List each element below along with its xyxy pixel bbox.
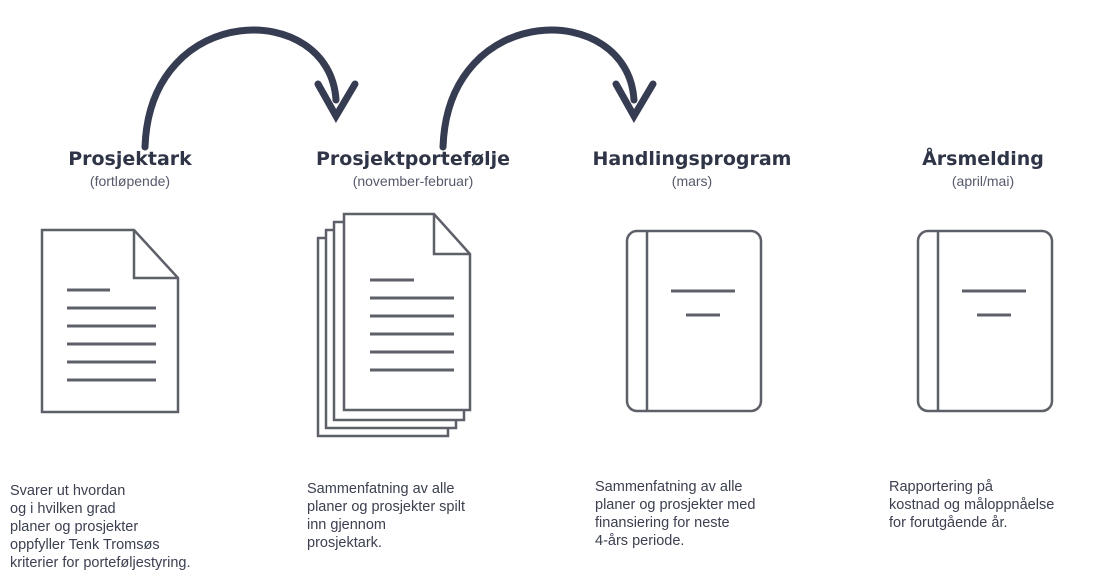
arrow-prosjektark-to-portefolje bbox=[141, 26, 340, 151]
step-portefolje-heading: Prosjektportefølje (november-februar) bbox=[283, 147, 543, 190]
step-portefolje-description: Sammenfatning av alle planer og prosjekt… bbox=[307, 481, 465, 551]
step-subtitle: (november-februar) bbox=[352, 173, 474, 189]
step-arsmelding-heading: Årsmelding (april/mai) bbox=[853, 147, 1097, 190]
document-icon bbox=[40, 228, 180, 414]
document-stack-icon bbox=[316, 212, 472, 438]
step-subtitle: (mars) bbox=[671, 173, 713, 189]
step-title: Handlingsprogram bbox=[592, 148, 792, 170]
step-arsmelding-description: Rapportering på kostnad og måloppnåelse … bbox=[889, 479, 1055, 531]
arrowhead-2 bbox=[612, 80, 657, 123]
arrowhead-1 bbox=[314, 80, 359, 123]
step-title: Prosjektark bbox=[68, 148, 192, 170]
step-handlingsprogram-description: Sammenfatning av alle planer og prosjekt… bbox=[595, 479, 756, 549]
step-subtitle: (april/mai) bbox=[951, 173, 1015, 189]
step-title: Prosjektportefølje bbox=[316, 148, 510, 170]
book-icon bbox=[625, 229, 763, 413]
arrow-portefolje-to-handlingsprogram bbox=[439, 26, 638, 151]
step-prosjektark-heading: Prosjektark (fortløpende) bbox=[0, 147, 260, 190]
step-title: Årsmelding bbox=[922, 148, 1044, 170]
book-icon bbox=[916, 229, 1054, 413]
step-handlingsprogram-heading: Handlingsprogram (mars) bbox=[562, 147, 822, 190]
step-subtitle: (fortløpende) bbox=[89, 173, 171, 189]
step-prosjektark-description: Svarer ut hvordan og i hvilken grad plan… bbox=[10, 483, 191, 571]
